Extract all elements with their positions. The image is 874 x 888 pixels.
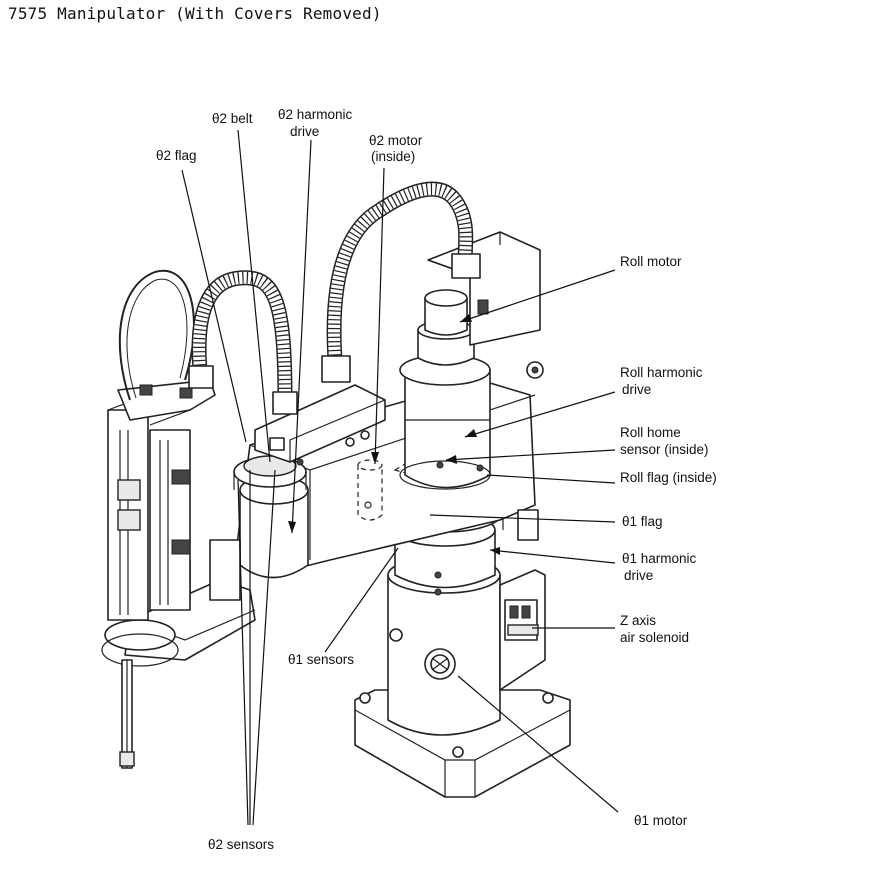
callout-labels: θ2 belt θ2 harmonic drive θ2 motor (insi… (156, 107, 717, 852)
z-axis-solenoid-box (499, 569, 546, 691)
label-roll-harmonic-drive-line1: Roll harmonic (620, 365, 703, 380)
diagram-title: 7575 Manipulator (With Covers Removed) (8, 4, 382, 23)
roll-drive-housing (399, 354, 491, 490)
leader-lines (181, 129, 619, 826)
label-roll-flag: Roll flag (inside) (620, 470, 717, 485)
label-theta1-sensors: θ1 sensors (288, 652, 354, 667)
label-theta1-motor: θ1 motor (634, 813, 688, 828)
label-theta2-flag: θ2 flag (156, 148, 197, 163)
theta2-harmonic-housing (233, 455, 309, 579)
hose-right (321, 181, 481, 383)
label-theta1-flag: θ1 flag (622, 514, 663, 529)
quill-shaft (119, 659, 135, 769)
label-theta2-belt: θ2 belt (212, 111, 253, 126)
label-roll-harmonic-drive-line2: drive (622, 382, 651, 397)
hose-left (188, 270, 298, 415)
label-z-axis-solenoid-line1: Z axis (620, 613, 656, 628)
label-roll-home-sensor-line2: sensor (inside) (620, 442, 709, 457)
theta2-motor-plate (254, 384, 386, 466)
label-z-axis-solenoid-line2: air solenoid (620, 630, 689, 645)
label-theta2-sensors: θ2 sensors (208, 837, 274, 852)
label-theta2-harmonic-drive-line2: drive (290, 124, 319, 139)
label-theta1-harmonic-drive-line1: θ1 harmonic (622, 551, 697, 566)
signal-cable-loop-inner (126, 278, 188, 399)
label-theta2-harmonic-drive-line1: θ2 harmonic (278, 107, 353, 122)
label-roll-motor: Roll motor (620, 254, 682, 269)
z-axis-column (107, 379, 216, 621)
forearm-link (101, 539, 256, 667)
label-theta1-harmonic-drive-line2: drive (624, 568, 653, 583)
label-roll-home-sensor-line1: Roll home (620, 425, 681, 440)
label-theta2-motor-line1: θ2 motor (369, 133, 423, 148)
label-theta2-motor-line2: (inside) (371, 149, 415, 164)
